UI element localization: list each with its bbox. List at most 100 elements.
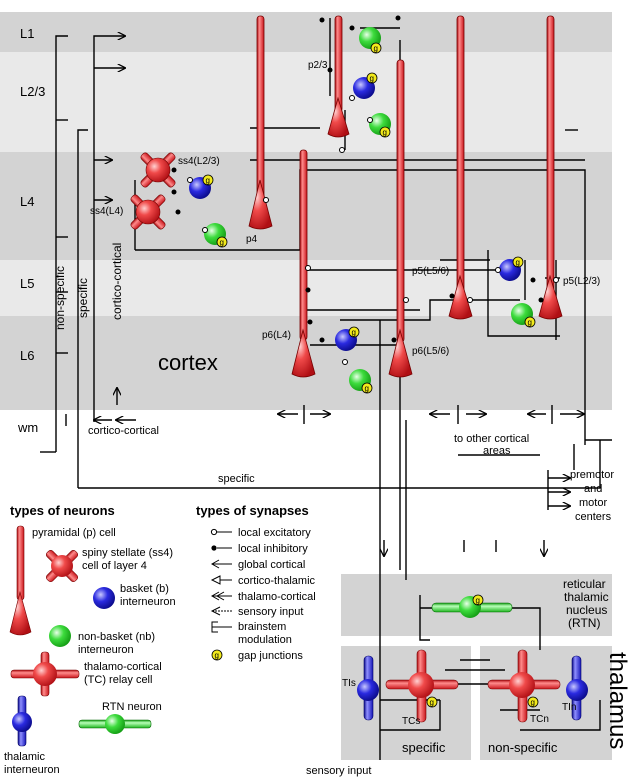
pyramidal-p23-dendrite	[334, 15, 343, 113]
legend-basket-icon	[93, 587, 115, 609]
rtn-label-1: reticular	[563, 577, 606, 591]
legend-spiny-stellate-label-1: spiny stellate (ss4)	[82, 547, 173, 559]
rtn-label-2: thalamic	[564, 590, 609, 604]
cell-label-tis: TIs	[342, 678, 356, 689]
thalamic-interneuron-nonspecific	[566, 655, 588, 721]
spiny-stellate-ss4-l23	[140, 152, 176, 188]
svg-text:gap junctions: gap junctions	[238, 650, 303, 662]
svg-text:brainstem: brainstem	[238, 621, 286, 633]
svg-text:cortico-thalamic: cortico-thalamic	[238, 575, 316, 587]
cell-label-p23: p2/3	[308, 60, 328, 71]
layer-label-L23: L2/3	[20, 84, 45, 99]
non-specific-pathway-label: non-specific	[53, 266, 67, 330]
svg-text:modulation: modulation	[238, 634, 292, 646]
legend-basket-label-1: basket (b)	[120, 583, 169, 595]
layer-label-L6: L6	[20, 348, 34, 363]
legend-global-cortical: global cortical	[210, 559, 305, 571]
legend-gap-junctions: g gap junctions	[211, 649, 303, 662]
legend-pyramidal-icon	[16, 525, 25, 601]
cell-label-p4: p4	[246, 234, 258, 245]
svg-text:g: g	[365, 384, 369, 393]
rtn-label-3: nucleus	[566, 603, 607, 617]
cell-label-p6-l4: p6(L4)	[262, 330, 291, 341]
layer-label-L1: L1	[20, 26, 34, 41]
pyramidal-p5l56-soma	[448, 274, 473, 320]
layer-label-L5: L5	[20, 276, 34, 291]
premotor-label-2: and	[584, 483, 602, 495]
legend-nonbasket-label-1: non-basket (nb)	[78, 631, 155, 643]
legend-sensory-input: sensory input	[210, 606, 303, 618]
legend-neurons: types of neurons pyramidal (p) cell spin…	[4, 503, 176, 776]
svg-text:global cortical: global cortical	[238, 559, 305, 571]
cortex-label: cortex	[158, 350, 218, 375]
svg-text:g: g	[220, 238, 224, 247]
thalamus-label: thalamus	[604, 652, 631, 749]
svg-text:local excitatory: local excitatory	[238, 527, 311, 539]
cell-label-tcs: TCs	[402, 716, 420, 727]
svg-text:g: g	[531, 698, 535, 707]
thalamic-interneuron-specific	[357, 655, 379, 721]
legend-thalamic-interneuron-label-2: interneuron	[4, 764, 60, 776]
specific-pathway-label: specific	[76, 278, 90, 318]
cortico-cortical-bottom-label: cortico-cortical	[88, 425, 159, 437]
legend-thalamic-interneuron-label-1: thalamic	[4, 751, 45, 763]
legend-thalamic-interneuron-icon	[12, 695, 32, 747]
layer-label-L4: L4	[20, 194, 34, 209]
legend-basket-label-2: interneuron	[120, 596, 176, 608]
pyramidal-p23-soma	[327, 96, 350, 138]
cell-label-tcn: TCn	[530, 714, 549, 725]
pyramidal-p4-soma	[248, 179, 273, 230]
svg-text:g: g	[383, 128, 387, 137]
legend-local-excitatory: local excitatory	[210, 527, 311, 539]
premotor-label-1: premotor	[570, 469, 614, 481]
legend-pyramidal-label: pyramidal (p) cell	[32, 527, 116, 539]
pyramidal-p5l56-dendrite	[456, 15, 465, 297]
band-L1	[0, 12, 612, 52]
pyramidal-p6l4-soma	[291, 328, 316, 378]
synapse-markers	[171, 15, 559, 365]
nonspecific-box	[480, 646, 612, 760]
tc-relay-cell-specific: g	[385, 649, 459, 723]
legend-neurons-title: types of neurons	[10, 503, 115, 518]
pyramidal-p6l56-dendrite	[396, 59, 405, 343]
spiny-stellate-ss4-l4	[130, 194, 166, 230]
svg-text:g: g	[430, 698, 434, 707]
legend-rtn-label: RTN neuron	[102, 701, 162, 713]
svg-text:g: g	[215, 651, 219, 660]
specific-box	[341, 646, 471, 760]
gap-junctions-cortex: g g g g g g g g g	[202, 42, 536, 394]
pyramidal-p5l23-soma	[538, 274, 563, 320]
legend-nonbasket-label-2: interneuron	[78, 644, 134, 656]
layer-label-wm: wm	[17, 420, 38, 435]
legend-spiny-stellate-label-2: cell of layer 4	[82, 560, 147, 572]
specific-horizontal-label: specific	[218, 473, 255, 485]
cell-label-p5-l56: p5(L5/6)	[412, 266, 449, 277]
to-other-cortical-label-2: areas	[483, 445, 511, 457]
legend-local-inhibitory: local inhibitory	[211, 543, 308, 555]
cell-label-ss4-l23: ss4(L2/3)	[178, 156, 220, 167]
svg-text:g: g	[476, 596, 480, 605]
svg-text:g: g	[352, 328, 356, 337]
svg-text:g: g	[516, 258, 520, 267]
to-other-cortical-label-1: to other cortical	[454, 433, 529, 445]
legend-thalamo-cortical: thalamo-cortical	[210, 591, 316, 603]
pyramidal-p6l4-dendrite	[299, 149, 308, 341]
legend-spiny-stellate-icon	[45, 549, 79, 583]
rtn-neuron: g	[431, 594, 513, 618]
legend-tc-relay-icon	[10, 651, 80, 697]
premotor-label-3: motor	[579, 497, 607, 509]
legend-rtn-icon	[78, 714, 152, 734]
nonspecific-box-label: non-specific	[488, 740, 558, 755]
sensory-input-label: sensory input	[306, 765, 371, 777]
svg-text:thalamo-cortical: thalamo-cortical	[238, 591, 316, 603]
legend-tc-relay-label-1: thalamo-cortical	[84, 661, 162, 673]
svg-text:g: g	[528, 318, 532, 327]
legend-nonbasket-icon	[49, 625, 71, 647]
pyramidal-p5l23-dendrite	[546, 15, 555, 299]
pyramidal-p6l56-soma	[388, 328, 413, 378]
svg-text:local inhibitory: local inhibitory	[238, 543, 308, 555]
pyramidal-cells	[248, 15, 563, 378]
band-L23	[0, 52, 612, 152]
svg-text:g: g	[374, 44, 378, 53]
